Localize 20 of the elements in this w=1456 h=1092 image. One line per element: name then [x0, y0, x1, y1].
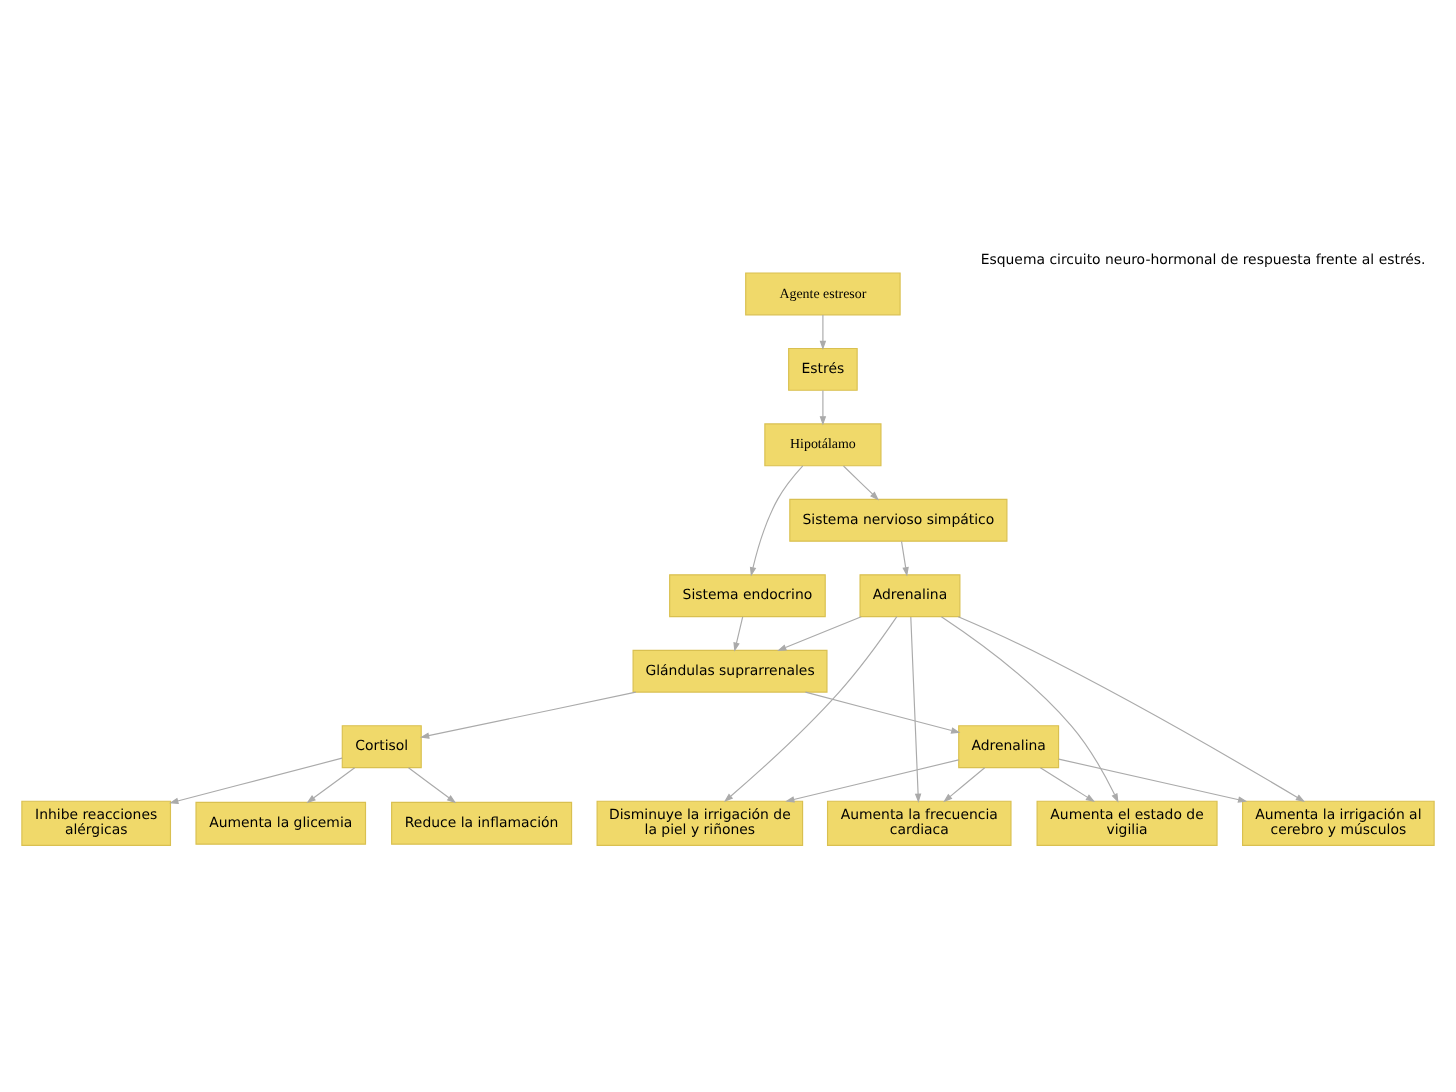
arrow — [943, 766, 986, 802]
arrow — [819, 388, 827, 425]
arrow — [749, 464, 804, 576]
arrow — [1058, 757, 1248, 802]
arrow — [940, 615, 1119, 802]
arrow — [419, 690, 637, 738]
arrow — [169, 756, 343, 803]
arrow — [785, 758, 960, 802]
arrow — [819, 313, 827, 349]
arrow — [957, 615, 1306, 802]
arrow — [804, 690, 961, 733]
arrow — [723, 615, 898, 801]
arrow — [407, 766, 457, 803]
arrow — [910, 615, 922, 802]
arrow — [900, 539, 909, 576]
arrow — [733, 615, 744, 651]
arrow — [1039, 766, 1096, 802]
arrow — [842, 464, 880, 500]
arrow — [306, 766, 356, 803]
arrow — [777, 615, 862, 650]
